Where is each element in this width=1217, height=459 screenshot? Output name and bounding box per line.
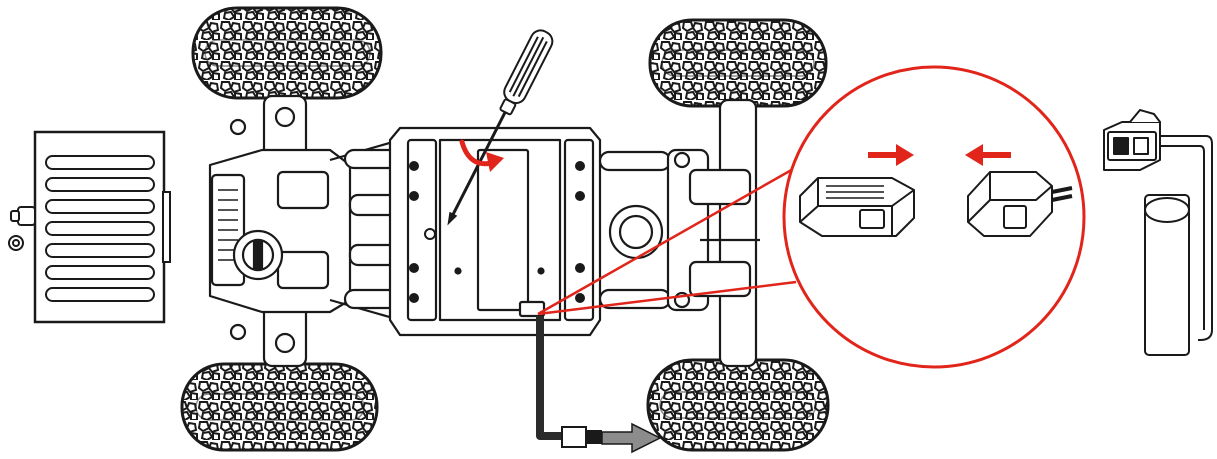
rc-car-chassis bbox=[210, 96, 760, 366]
battery-cylinder bbox=[1145, 195, 1189, 355]
battery-connector bbox=[1104, 110, 1160, 170]
wheel-rear-right bbox=[648, 360, 828, 450]
battery-pack bbox=[1104, 110, 1212, 355]
battery-lead bbox=[540, 316, 660, 452]
connector-male bbox=[800, 178, 914, 236]
plug-out-arrow bbox=[602, 424, 660, 452]
battery-cover bbox=[9, 132, 170, 322]
wheel-front-right bbox=[650, 20, 826, 106]
cover-vent-slots bbox=[46, 156, 154, 301]
wheel-front-left bbox=[193, 8, 381, 98]
wheel-rear-left bbox=[182, 364, 377, 450]
cover-latch bbox=[9, 207, 35, 250]
